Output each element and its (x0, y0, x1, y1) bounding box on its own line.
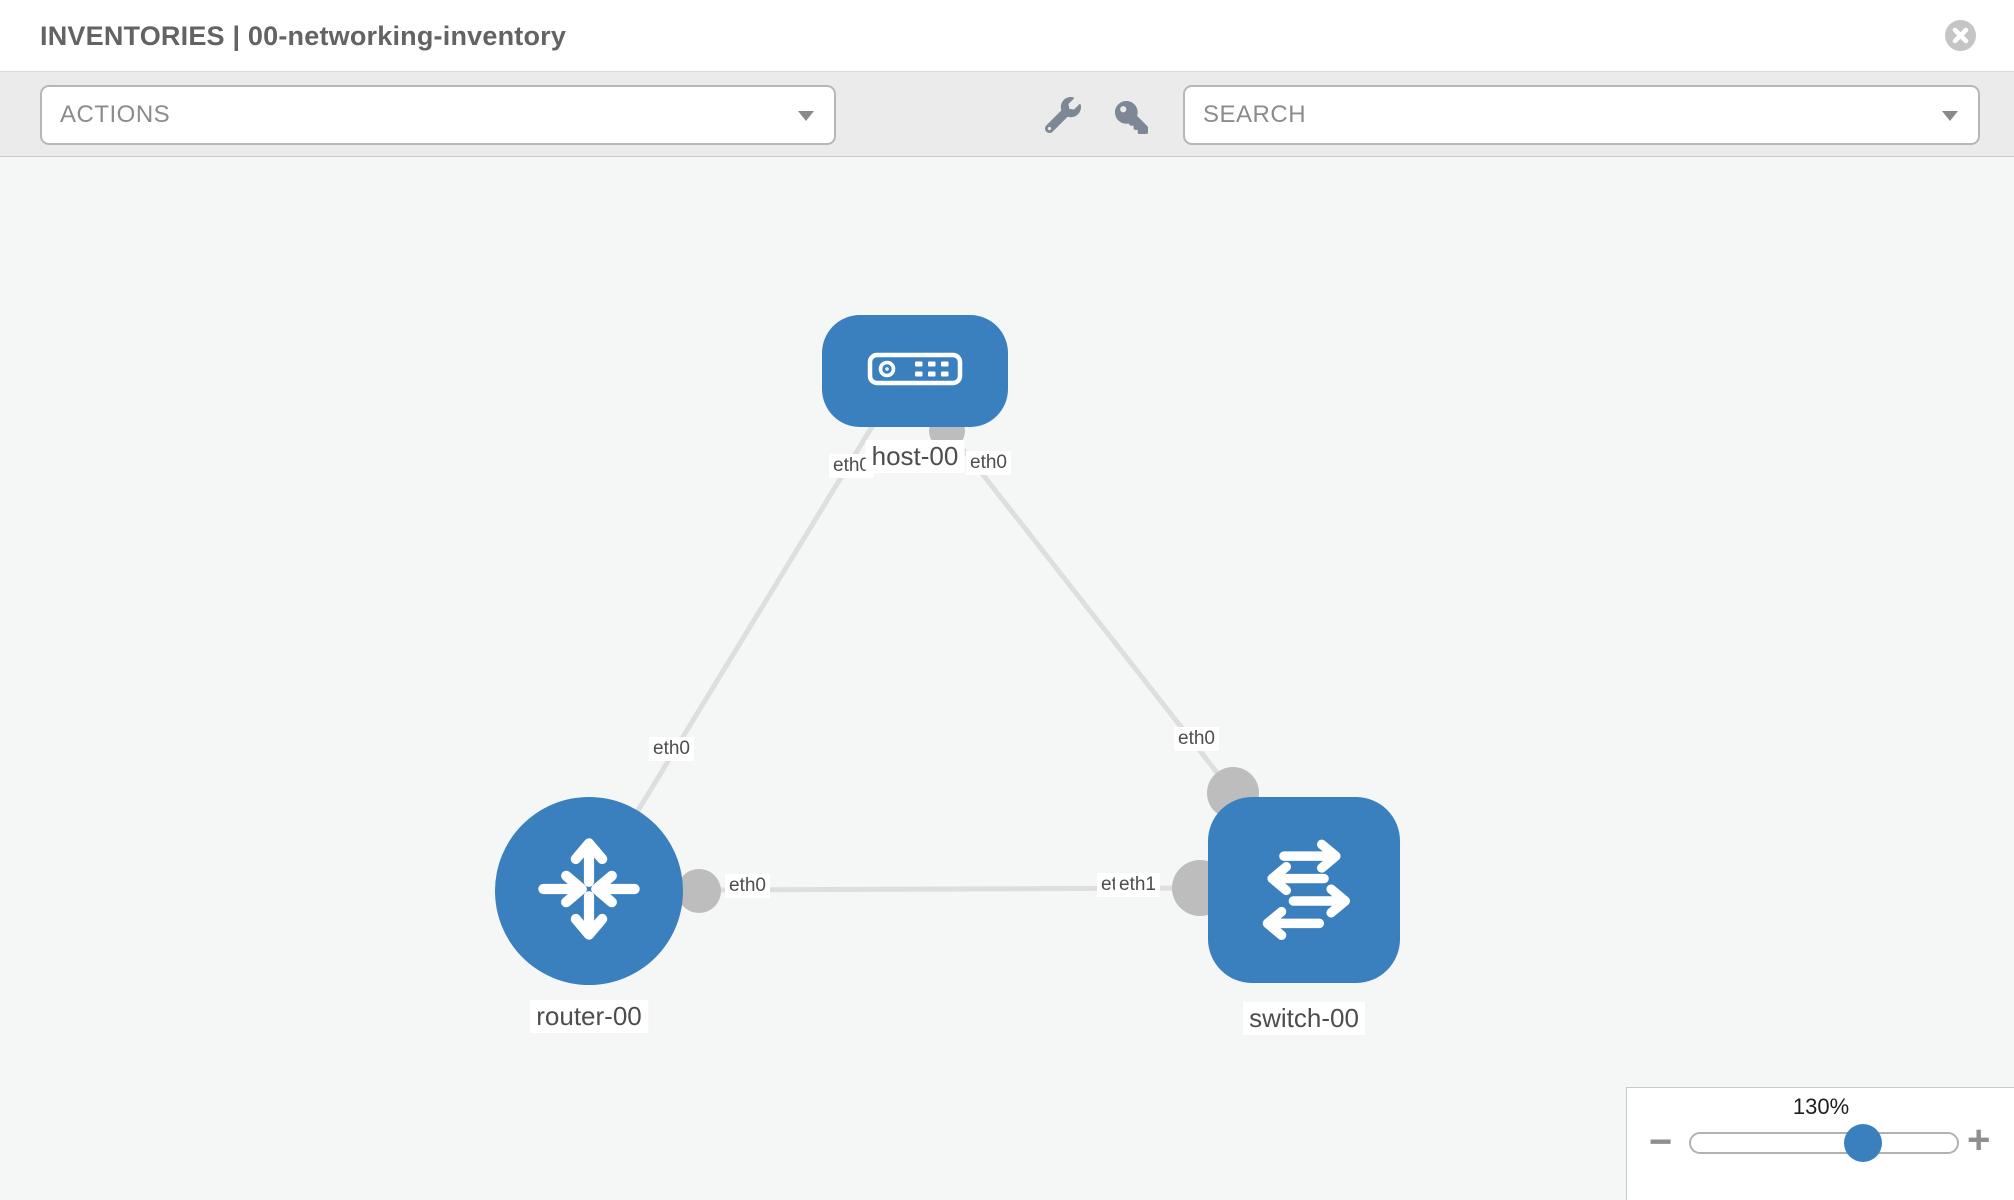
page-title-inventory-name: 00-networking-inventory (247, 21, 567, 51)
interface-label-eth0: eth0 (966, 451, 1011, 475)
actions-dropdown-label: ACTIONS (60, 101, 171, 128)
topology-links-layer (586, 405, 1259, 916)
interface-label-eth0: eth0 (829, 454, 874, 478)
wrench-icon (1044, 97, 1081, 137)
router-icon (529, 829, 649, 954)
interface-label-eth1: eth1 (1115, 873, 1160, 897)
close-button[interactable] (1945, 20, 1976, 51)
node-label-host-00: host-00 (865, 440, 965, 473)
zoom-slider-thumb[interactable] (1844, 1124, 1882, 1162)
interface-label-eth0: eth0 (725, 874, 770, 898)
node-switch-00[interactable] (1208, 797, 1400, 983)
topology-canvas[interactable]: host-00 router-00 switch-00 eth0 eth0 et… (0, 157, 2014, 1200)
search-dropdown[interactable]: SEARCH (1183, 85, 1980, 145)
toolbar: ACTIONS SEARCH (0, 72, 2014, 157)
interface-connector-dot (677, 869, 721, 913)
zoom-slider-track[interactable] (1689, 1132, 1959, 1154)
host-icon (867, 352, 963, 391)
credentials-button[interactable] (1115, 101, 1148, 139)
key-icon (1115, 101, 1148, 138)
header: INVENTORIES | 00-networking-inventory (0, 0, 2014, 72)
configure-button[interactable] (1044, 97, 1081, 138)
node-host-00[interactable] (822, 315, 1008, 427)
interface-label-eth0: eth0 (1174, 727, 1219, 751)
zoom-percentage: 130% (1792, 1094, 1850, 1119)
node-router-00[interactable] (495, 797, 683, 985)
interface-label-eth0: eth0 (649, 737, 694, 761)
zoom-control-panel: 130% − + (1626, 1087, 2014, 1200)
switch-icon (1245, 829, 1363, 952)
page-title-separator: | (232, 21, 241, 51)
page-title-section: INVENTORIES (40, 21, 225, 51)
chevron-down-icon (798, 111, 814, 121)
page-title: INVENTORIES | 00-networking-inventory (40, 0, 566, 72)
search-dropdown-label: SEARCH (1203, 101, 1307, 128)
node-label-switch-00: switch-00 (1243, 1002, 1365, 1035)
zoom-out-button[interactable]: − (1649, 1120, 1673, 1164)
node-label-router-00: router-00 (530, 1000, 648, 1033)
chevron-down-icon (1942, 111, 1958, 121)
actions-dropdown[interactable]: ACTIONS (40, 85, 836, 145)
zoom-in-button[interactable]: + (1967, 1118, 1991, 1162)
